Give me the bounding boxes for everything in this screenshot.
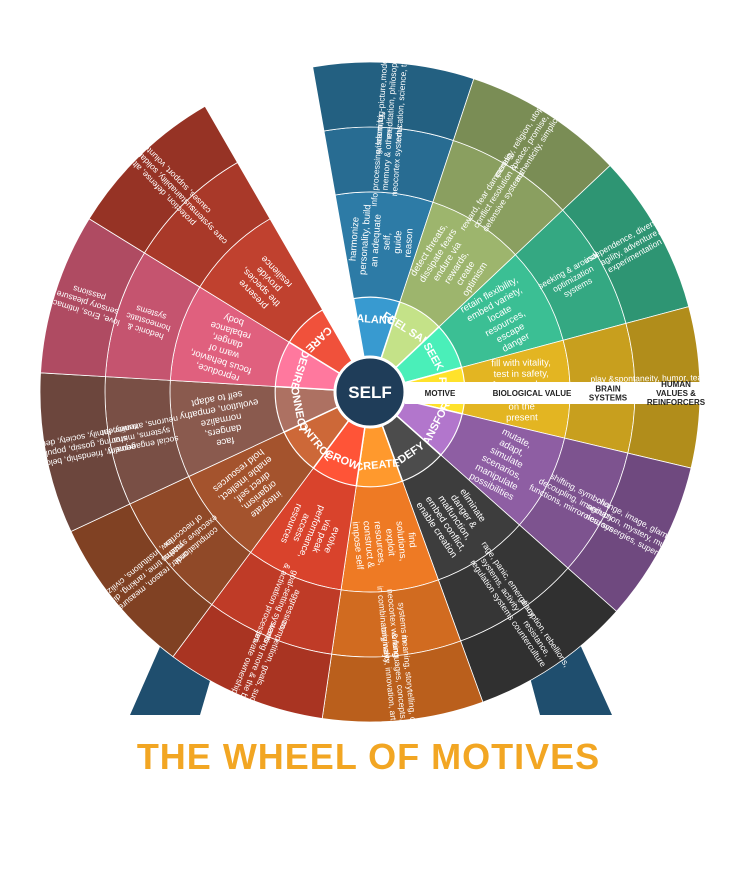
brain-systems-play-line: play &: [590, 374, 614, 384]
motive-label-create-line: CREATE: [355, 457, 400, 473]
motive-label-balance: BALANCE: [348, 312, 403, 328]
key-band-background: [204, 106, 353, 362]
biological-value-create-line: find: [406, 532, 419, 548]
biological-value-play-line: on the: [508, 401, 535, 412]
key-label-biological-value: BIOLOGICAL VALUE: [493, 389, 572, 398]
biological-value-create-line: resources,: [371, 521, 386, 566]
key-label-motive: MOTIVE: [425, 389, 456, 398]
brain-systems-balance-line: memory & other: [380, 129, 394, 190]
sector-care-ring-4: [88, 105, 239, 254]
biological-value-connect-line: face: [215, 434, 235, 448]
biological-value-balance-line: an adequate: [369, 214, 384, 268]
biological-value-create-line: impose self: [349, 521, 365, 570]
key-label-human-values-line: HUMAN: [661, 380, 691, 389]
diagram-title: THE WHEEL OF MOTIVES: [136, 736, 601, 777]
key-label-human-values-line: VALUES &: [656, 389, 696, 398]
key-label-human-values-line: REINFORCERS: [647, 398, 706, 407]
brain-systems-create-line: systems in: [396, 602, 410, 643]
key-label-biological-value-line: BIOLOGICAL VALUE: [493, 389, 572, 398]
biological-value-balance-line: personality, build: [357, 204, 373, 275]
biological-value-balance-line: harmonize: [347, 216, 361, 261]
biological-value-balance: harmonizepersonality, buildan adequatese…: [347, 203, 418, 278]
biological-value-grow: evolvevia peakperformance,accessresource…: [275, 495, 347, 568]
biological-value-balance-line: self,: [381, 232, 393, 250]
motive-label-balance-line: BALANCE: [348, 312, 403, 328]
biological-value-create-line: exploit: [383, 528, 397, 557]
motive-label-create: CREATE: [355, 457, 400, 473]
sector-create: CREATE findsolutions,exploitresources,con…: [321, 423, 484, 751]
biological-value-create: findsolutions,exploitresources,construct…: [349, 516, 419, 571]
biological-value-play-line: test in safety,: [494, 368, 549, 380]
center-circle: [333, 355, 407, 429]
key-label-brain-systems-line: BRAIN: [595, 385, 621, 394]
biological-value-balance-line: reason: [403, 228, 416, 258]
key-label-brain-systems-line: SYSTEMS: [589, 393, 628, 402]
key-label-motive-line: MOTIVE: [425, 389, 456, 398]
biological-value-play-line: present: [506, 412, 538, 423]
biological-value-balance-line: guide: [392, 230, 405, 254]
biological-value-play-line: fill with vitality,: [491, 357, 551, 369]
center-label: SELF: [348, 383, 391, 402]
biological-value-create-line: construct &: [360, 520, 376, 569]
human-values-play-line: spontaneity, humor, teasing,: [614, 372, 720, 384]
biological-value-create-line: solutions,: [393, 521, 408, 562]
key-band-strip: [405, 382, 725, 404]
